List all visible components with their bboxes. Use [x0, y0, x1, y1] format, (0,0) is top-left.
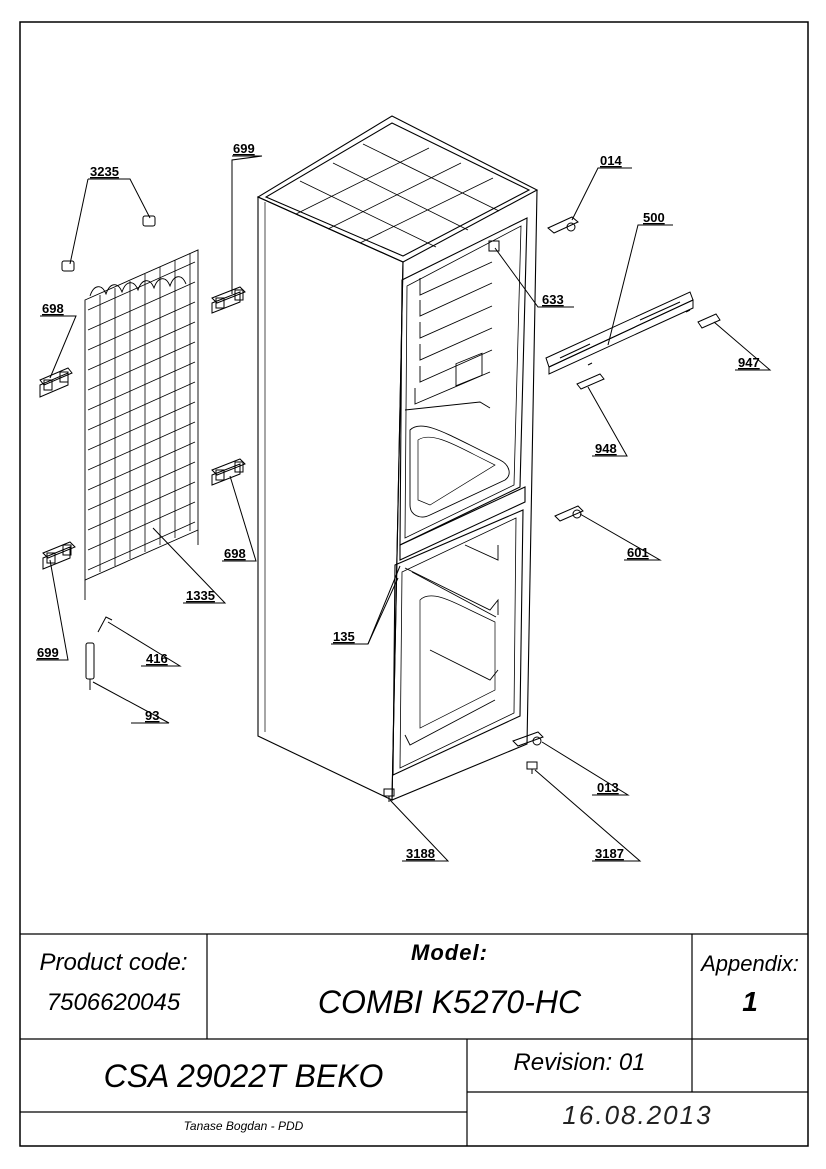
product-code-value: 7506620045 [46, 989, 181, 1016]
revision: Revision: 01 [513, 1049, 646, 1076]
label-416: 416 [146, 651, 168, 666]
author: Tanase Bogdan - PDD [183, 1119, 304, 1133]
part-3187 [526, 761, 538, 774]
label-93: 93 [145, 708, 159, 723]
label-3235: 3235 [90, 164, 119, 179]
label-3187: 3187 [595, 846, 624, 861]
refrigerator-cabinet [256, 115, 539, 801]
drawing-frame [19, 21, 809, 1147]
part-labels: 3235 699 698 698 699 1335 416 93 014 500… [37, 141, 760, 861]
part-014 [547, 216, 579, 234]
leader-lines [36, 155, 772, 862]
condenser [84, 249, 199, 600]
appendix-value: 1 [742, 986, 758, 1017]
label-1335: 1335 [186, 588, 215, 603]
part-633 [488, 240, 500, 252]
appendix-label: Appendix: [701, 951, 799, 976]
label-948: 948 [595, 441, 617, 456]
part-013 [512, 731, 544, 747]
model-label: Model: [411, 940, 488, 965]
title-block-grid [20, 933, 808, 1146]
part-947 [685, 309, 721, 329]
part-3235 [61, 215, 156, 272]
label-699-top: 699 [233, 141, 255, 156]
label-633: 633 [542, 292, 564, 307]
label-601: 601 [627, 545, 649, 560]
label-699-bottom: 699 [37, 645, 59, 660]
product-code-label: Product code: [39, 949, 188, 976]
part-698-left [39, 367, 73, 398]
date: 16.08.2013 [562, 1100, 713, 1130]
part-3188 [383, 788, 395, 802]
part-699-top [211, 286, 246, 314]
label-698-right: 698 [224, 546, 246, 561]
part-93 [85, 642, 95, 690]
part-698-right [211, 458, 246, 486]
drawing-name: CSA 29022T BEKO [103, 1058, 384, 1094]
label-3188: 3188 [406, 846, 435, 861]
part-699-bottom [42, 541, 76, 570]
label-135: 135 [333, 629, 355, 644]
label-013: 013 [597, 780, 619, 795]
label-014: 014 [600, 153, 622, 168]
part-601 [554, 505, 584, 522]
part-500 [545, 291, 694, 375]
part-416 [97, 616, 113, 633]
part-948 [576, 362, 605, 390]
label-698-left: 698 [42, 301, 64, 316]
label-500: 500 [643, 210, 665, 225]
model-value: COMBI K5270-HC [317, 984, 582, 1020]
label-947: 947 [738, 355, 760, 370]
